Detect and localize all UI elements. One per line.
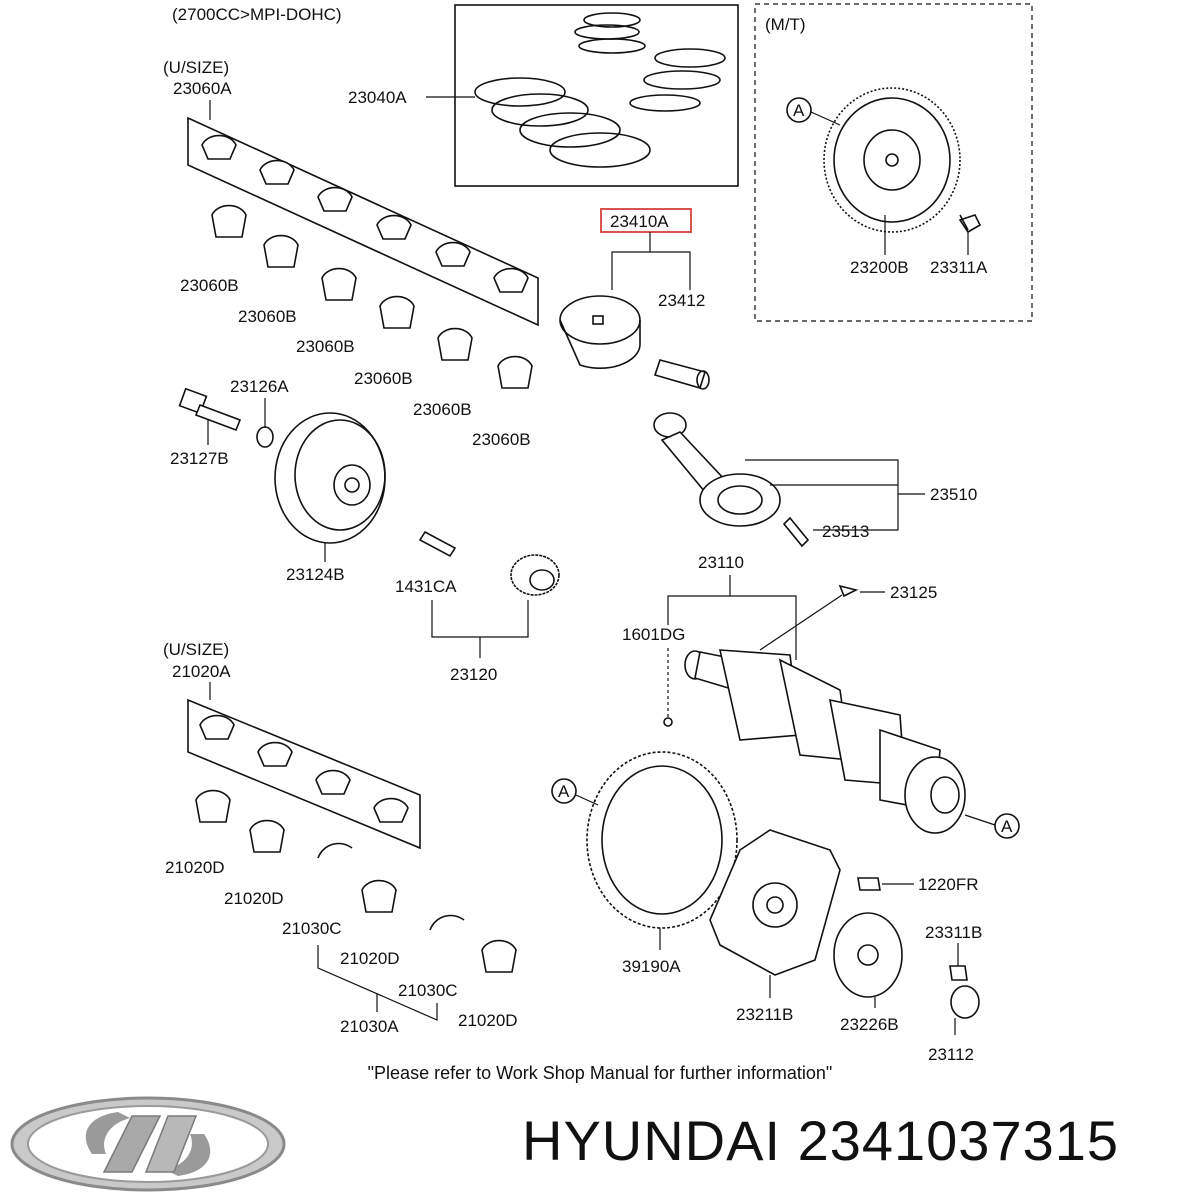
part-label-23510: 23510 [930,485,977,504]
part-label-23126A: 23126A [230,377,289,396]
mt-label: (M/T) [765,15,806,34]
plug-icon [663,717,673,727]
usize-label-top: (U/SIZE) [163,58,229,77]
part-label-23412: 23412 [658,291,705,310]
bolt-23311B-icon [949,965,968,981]
part-label-1431CA: 1431CA [395,577,457,596]
thrust-washers-icon [317,842,465,931]
part-label-21020D-2: 21020D [224,889,284,908]
highlight-box-23410A [600,208,692,233]
piston-pin-icon [653,359,710,390]
ring-gear-icon [586,751,738,929]
lower-bearing-shells-icon [211,204,533,389]
part-label-23060B-1: 23060B [180,276,239,295]
part-label-23060B-6: 23060B [472,430,531,449]
part-label-23060B-2: 23060B [238,307,297,326]
bolt-1220FR-icon [857,877,881,891]
ref-label-a-right: A [1001,817,1013,836]
adapter-plate-icon [833,912,903,998]
part-label-23060B-4: 23060B [354,369,413,388]
part-label-23200B: 23200B [850,258,909,277]
hyundai-logo [10,1096,286,1192]
part-label-23120: 23120 [450,665,497,684]
part-label-23112: 23112 [928,1045,974,1064]
part-label-23226B: 23226B [840,1015,899,1034]
crank-sprocket-icon [510,554,560,596]
part-label-23040A: 23040A [348,88,407,107]
flywheel-mt-icon [823,87,961,233]
mt-flywheel-box [754,3,1033,322]
part-label-21030A: 21030A [340,1017,399,1036]
crank-key-icon [838,584,859,598]
part-label-39190A: 39190A [622,957,681,976]
part-label-23311A: 23311A [930,258,988,277]
part-label-23110: 23110 [698,553,744,572]
upper-bearing-shells-icon [201,134,529,293]
part-label-23125: 23125 [890,583,937,602]
part-label-23060B-5: 23060B [413,400,472,419]
part-label-23124B: 23124B [286,565,345,584]
usize-label-bottom: (U/SIZE) [163,640,229,659]
key-pin-icon [418,530,457,558]
part-label-23410A: 23410A [610,212,669,231]
ref-label-a-left: A [558,782,570,801]
part-label-1220FR: 1220FR [918,875,978,894]
rod-bolt-icon [782,516,810,548]
engine-spec-label: (2700CC>MPI-DOHC) [172,5,342,24]
part-label-23127B: 23127B [170,449,229,468]
part-label-23211B: 23211B [736,1005,793,1024]
ref-label-a-top: A [793,101,805,120]
bolt-23311A-icon [958,214,982,234]
ref-circle-a-right [994,813,1020,839]
bearing-panel-upper [187,116,539,327]
part-label-21020D-4: 21020D [458,1011,518,1030]
flex-plate-icon [709,829,841,976]
brand-part-number: HYUNDAI 2341037315 [522,1109,1120,1172]
piston-rings-icon [474,12,726,168]
crankshaft-icon [684,649,966,834]
footnote: "Please refer to Work Shop Manual for fu… [367,1063,833,1083]
part-label-23513: 23513 [822,522,869,541]
part-label-21020D-3: 21020D [340,949,400,968]
part-label-1601DG: 1601DG [622,625,685,644]
connecting-rod-icon [653,412,781,527]
part-label-21030C-1: 21030C [282,919,342,938]
pilot-bushing-icon [950,985,980,1019]
ref-circle-a-top [786,97,812,123]
ref-circle-a-left [551,778,577,804]
part-label-23060B-3: 23060B [296,337,355,356]
part-label-23060A: 23060A [173,79,232,98]
part-label-21020A: 21020A [172,662,231,681]
main-bearing-shells-lower-icon [195,789,517,973]
lower-panel-shells-icon [199,714,409,823]
part-label-23311B: 23311B [925,923,982,942]
crank-pulley-icon [274,412,386,544]
piston-icon [559,295,641,370]
ring-set-box [454,4,739,187]
bearing-panel-lower [187,698,421,850]
part-label-21030C-2: 21030C [398,981,458,1000]
washer-icon [256,426,274,448]
part-label-21020D-1: 21020D [165,858,225,877]
bolt-23127B-icon [178,387,242,432]
